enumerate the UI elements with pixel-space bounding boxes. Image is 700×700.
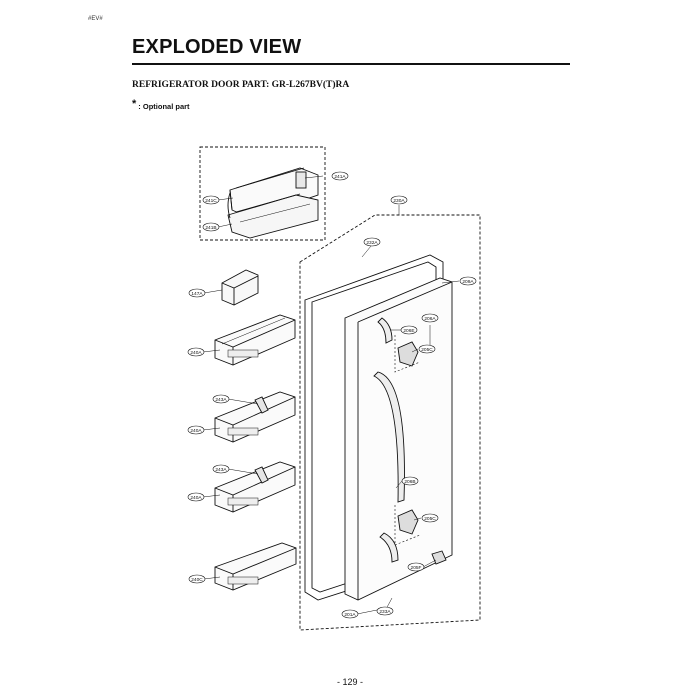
svg-text:240A: 240A	[190, 350, 202, 356]
svg-text:206A: 206A	[424, 316, 436, 322]
svg-text:205C: 205C	[424, 516, 436, 522]
part-label-205F: 205F	[407, 562, 425, 572]
corner-code: #EV#	[88, 16, 103, 22]
page-title: EXPLODED VIEW	[132, 36, 302, 58]
svg-text:205F: 205F	[411, 565, 422, 571]
svg-text:232A: 232A	[366, 240, 378, 246]
part-label-206B: 206B	[401, 476, 419, 486]
part-label-241C: 241C	[202, 195, 220, 205]
page-subtitle: REFRIGERATOR DOOR PART: GR-L267BV(T)RA	[132, 80, 350, 90]
leader-lines	[202, 175, 460, 615]
hinge-guide-bottom	[394, 505, 421, 546]
door-basket-240C	[214, 542, 297, 591]
part-label-206E: 206E	[400, 325, 418, 335]
svg-text:205C: 205C	[421, 347, 433, 353]
svg-text:241A: 241A	[334, 174, 346, 180]
bin-group-box	[199, 146, 326, 241]
svg-text:206B: 206B	[404, 479, 415, 485]
page-number: - 129 -	[336, 677, 363, 687]
small-bin-147A	[221, 269, 259, 306]
part-label-206A: 206A	[421, 313, 439, 323]
optional-symbol: *	[132, 98, 137, 110]
part-label-230A: 230A	[390, 195, 408, 205]
door-basket-240A-2	[214, 391, 296, 443]
svg-text:241B: 241B	[205, 225, 216, 231]
svg-text:241C: 241C	[205, 198, 217, 204]
part-label-243A-2: 243A	[212, 464, 230, 474]
door-handle-long	[373, 371, 405, 503]
door-handle-bottom	[379, 532, 399, 563]
part-label-240A-1: 240A	[187, 347, 205, 357]
part-label-205C-bottom: 205C	[421, 513, 439, 523]
optional-part-note: *: Optional part	[132, 98, 190, 112]
svg-text:240A: 240A	[190, 428, 202, 434]
door-assembly-outline	[299, 214, 481, 631]
part-label-241B: 241B	[202, 222, 220, 232]
part-label-209A: 209A	[459, 276, 477, 286]
part-label-147A: 147A	[188, 288, 206, 298]
part-label-201A: 201A	[341, 609, 359, 619]
svg-text:230A: 230A	[393, 198, 405, 204]
hinge-guide-top	[394, 335, 421, 373]
door-handle-top	[377, 317, 393, 344]
door-basket-240A-3	[214, 461, 296, 513]
svg-text:240A: 240A	[190, 495, 202, 501]
part-label-205C-top: 205C	[418, 344, 436, 354]
svg-text:209A: 209A	[462, 279, 474, 285]
part-label-240A-3: 240A	[187, 492, 205, 502]
svg-text:147A: 147A	[191, 291, 203, 297]
svg-text:206E: 206E	[403, 328, 414, 334]
svg-text:243A: 243A	[215, 467, 227, 473]
part-label-240A-2: 240A	[187, 425, 205, 435]
door-bin-241	[227, 167, 319, 239]
optional-note-text: : Optional part	[138, 102, 190, 111]
hinge-bracket-205C-top	[397, 341, 419, 367]
svg-text:243A: 243A	[215, 397, 227, 403]
hinge-bracket-205C-bottom	[397, 509, 419, 535]
title-rule	[132, 63, 570, 65]
part-label-240C: 240C	[188, 574, 206, 584]
svg-text:240C: 240C	[191, 577, 203, 583]
door-basket-240A-1	[214, 314, 296, 366]
part-label-233A: 233A	[376, 606, 394, 616]
part-label-232A: 232A	[363, 237, 381, 247]
svg-text:201A: 201A	[344, 612, 356, 618]
svg-text:233A: 233A	[379, 609, 391, 615]
part-label-243A-1: 243A	[212, 394, 230, 404]
part-label-241A: 241A	[331, 171, 349, 181]
